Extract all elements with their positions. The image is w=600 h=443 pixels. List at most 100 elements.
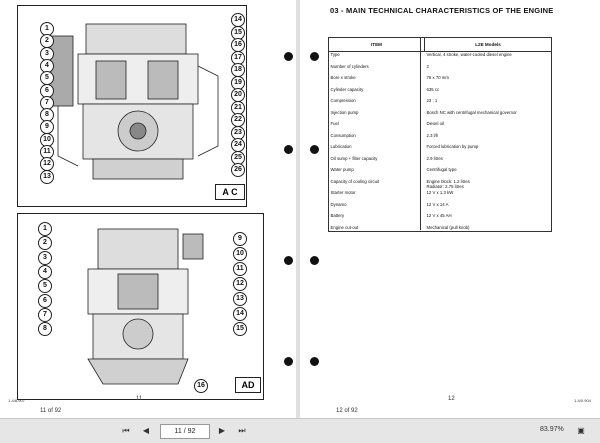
spec-value: 12 V x 1.3 kW: [426, 190, 454, 195]
top-right-callout-25: 25: [231, 150, 245, 165]
spec-value: 12 V x 45 AH: [426, 213, 452, 218]
bottom-left-callout-8: 8: [38, 322, 52, 337]
bottom-left-callout-4: 4: [38, 264, 52, 279]
spec-value: Centrifugal type: [426, 167, 457, 172]
engine-diagram-top: A C: [17, 5, 247, 207]
top-left-callout-1: 1: [40, 22, 54, 36]
next-page-icon[interactable]: ▶: [218, 426, 226, 435]
spec-item: Type: [330, 52, 340, 57]
spec-header-item: ITEM: [328, 37, 425, 52]
bottom-right-callout-16: 16: [194, 379, 208, 393]
spec-value: Diesel oil: [426, 121, 444, 126]
spec-value: Mechanical (pull knob): [426, 224, 470, 230]
table-row: Oil sump + filter capacity 2.9 litres: [329, 156, 552, 168]
spec-item: Fuel: [330, 121, 339, 126]
spec-item: Bore x stroke: [330, 75, 356, 80]
spec-value: 12 V x 14 A: [426, 201, 449, 207]
spec-item: Number of cylinders: [330, 63, 369, 69]
bottom-left-callout-3: 3: [38, 250, 52, 265]
spec-table-divider: [420, 37, 421, 230]
spec-value: 635 cc: [426, 86, 440, 92]
bottom-right-callout-13: 13: [233, 292, 247, 306]
spec-item: Cylinder capacity: [330, 86, 364, 92]
binder-hole-right-1: [310, 52, 319, 61]
top-right-callout-22: 22: [231, 113, 245, 127]
spec-value: 2.9 litres: [426, 155, 443, 161]
table-row: Engine cut-out Mechanical (pull knob): [329, 225, 552, 237]
right-ref-code: 1-4/0.904: [574, 398, 591, 403]
section-title: 03 - MAIN TECHNICAL CHARACTERISTICS OF T…: [330, 6, 554, 15]
binder-hole-right-2: [310, 145, 319, 154]
binder-hole-right-3: [310, 256, 319, 265]
engine-front-view-drawing: [87, 228, 204, 385]
left-ref-code: 1-4/8.907: [8, 398, 25, 403]
bottom-right-callout-11: 11: [233, 262, 247, 276]
bottom-left-callout-7: 7: [38, 307, 52, 322]
spec-value: 2: [426, 63, 429, 69]
spec-value: Forced lubrication by pump: [426, 144, 479, 149]
bottom-right-callout-10: 10: [233, 247, 247, 261]
zoom-level[interactable]: 83.97%: [540, 426, 564, 433]
top-right-callout-21: 21: [231, 100, 245, 115]
engine-cross-section-drawing: [47, 23, 219, 180]
table-row: Starter motor 12 V x 1.3 kW: [329, 190, 552, 202]
top-right-callout-15: 15: [231, 25, 245, 40]
top-right-callout-20: 20: [231, 88, 245, 102]
spec-item: Battery: [330, 213, 345, 218]
last-page-icon[interactable]: ⏭: [238, 426, 246, 435]
spec-item: Compression: [330, 98, 356, 103]
spec-item: Oil sump + filter capacity: [330, 155, 378, 161]
bottom-right-callout-12: 12: [233, 277, 247, 291]
engine-diagram-bottom: AD: [17, 213, 264, 400]
spec-item: Engine cut-out: [330, 224, 359, 230]
first-page-icon[interactable]: ⏮: [122, 426, 130, 435]
bottom-left-callout-1: 1: [38, 222, 52, 236]
viewer-toolbar: ⏮ ◀ 11 / 92 ▶ ⏭ 83.97% ▣: [0, 418, 600, 443]
page-gutter: [296, 0, 300, 418]
spec-value: 76 x 70 mm: [426, 75, 449, 80]
fit-page-icon[interactable]: ▣: [577, 426, 585, 435]
spec-value: Engine block: 1.2 litres Radiator: 2.75 …: [426, 178, 470, 189]
spec-item: Injection pump: [330, 109, 359, 115]
table-row: Compression 23 : 1: [329, 98, 552, 110]
right-page-center-number: 12: [448, 396, 455, 402]
spec-value: 23 : 1: [426, 98, 438, 103]
previous-page-icon[interactable]: ◀: [142, 426, 150, 435]
binder-hole-right-4: [310, 357, 319, 366]
diagram-label-ac: A C: [215, 184, 245, 200]
spec-value: 2.3 l/h: [426, 132, 439, 138]
spec-table-border: [328, 37, 552, 232]
spec-item: Capacity of cooling circuit: [330, 178, 380, 184]
top-right-callout-24: 24: [231, 138, 245, 152]
page-number-input[interactable]: 11 / 92: [160, 424, 210, 439]
top-left-callout-8: 8: [40, 108, 54, 123]
spec-item: Water pump: [330, 167, 354, 172]
right-page: [300, 0, 600, 418]
spec-item: Starter motor: [330, 190, 356, 195]
table-row: Water pump Centrifugal type: [329, 167, 552, 179]
left-page-center-number: 11: [136, 396, 143, 402]
table-row: Bore x stroke 76 x 70 mm: [329, 75, 552, 87]
binder-hole-left-2: [284, 145, 293, 154]
top-right-callout-14: 14: [231, 13, 245, 27]
bottom-left-callout-5: 5: [38, 279, 52, 294]
bottom-right-callout-9: 9: [233, 232, 247, 246]
top-right-callout-16: 16: [231, 38, 245, 52]
table-row: Battery 12 V x 45 AH: [329, 213, 552, 225]
table-row: Capacity of cooling circuit Engine block:…: [329, 179, 552, 191]
bottom-left-callout-2: 2: [38, 236, 52, 251]
binder-hole-left-3: [284, 256, 293, 265]
bottom-left-callout-6: 6: [38, 293, 52, 308]
top-right-callout-26: 26: [231, 163, 245, 177]
top-right-callout-18: 18: [231, 63, 245, 77]
right-page-footer: 12 of 92: [336, 408, 358, 414]
diagram-label-ad: AD: [235, 377, 261, 393]
table-row: Fuel Diesel oil: [329, 121, 552, 133]
binder-hole-left-4: [284, 357, 293, 366]
